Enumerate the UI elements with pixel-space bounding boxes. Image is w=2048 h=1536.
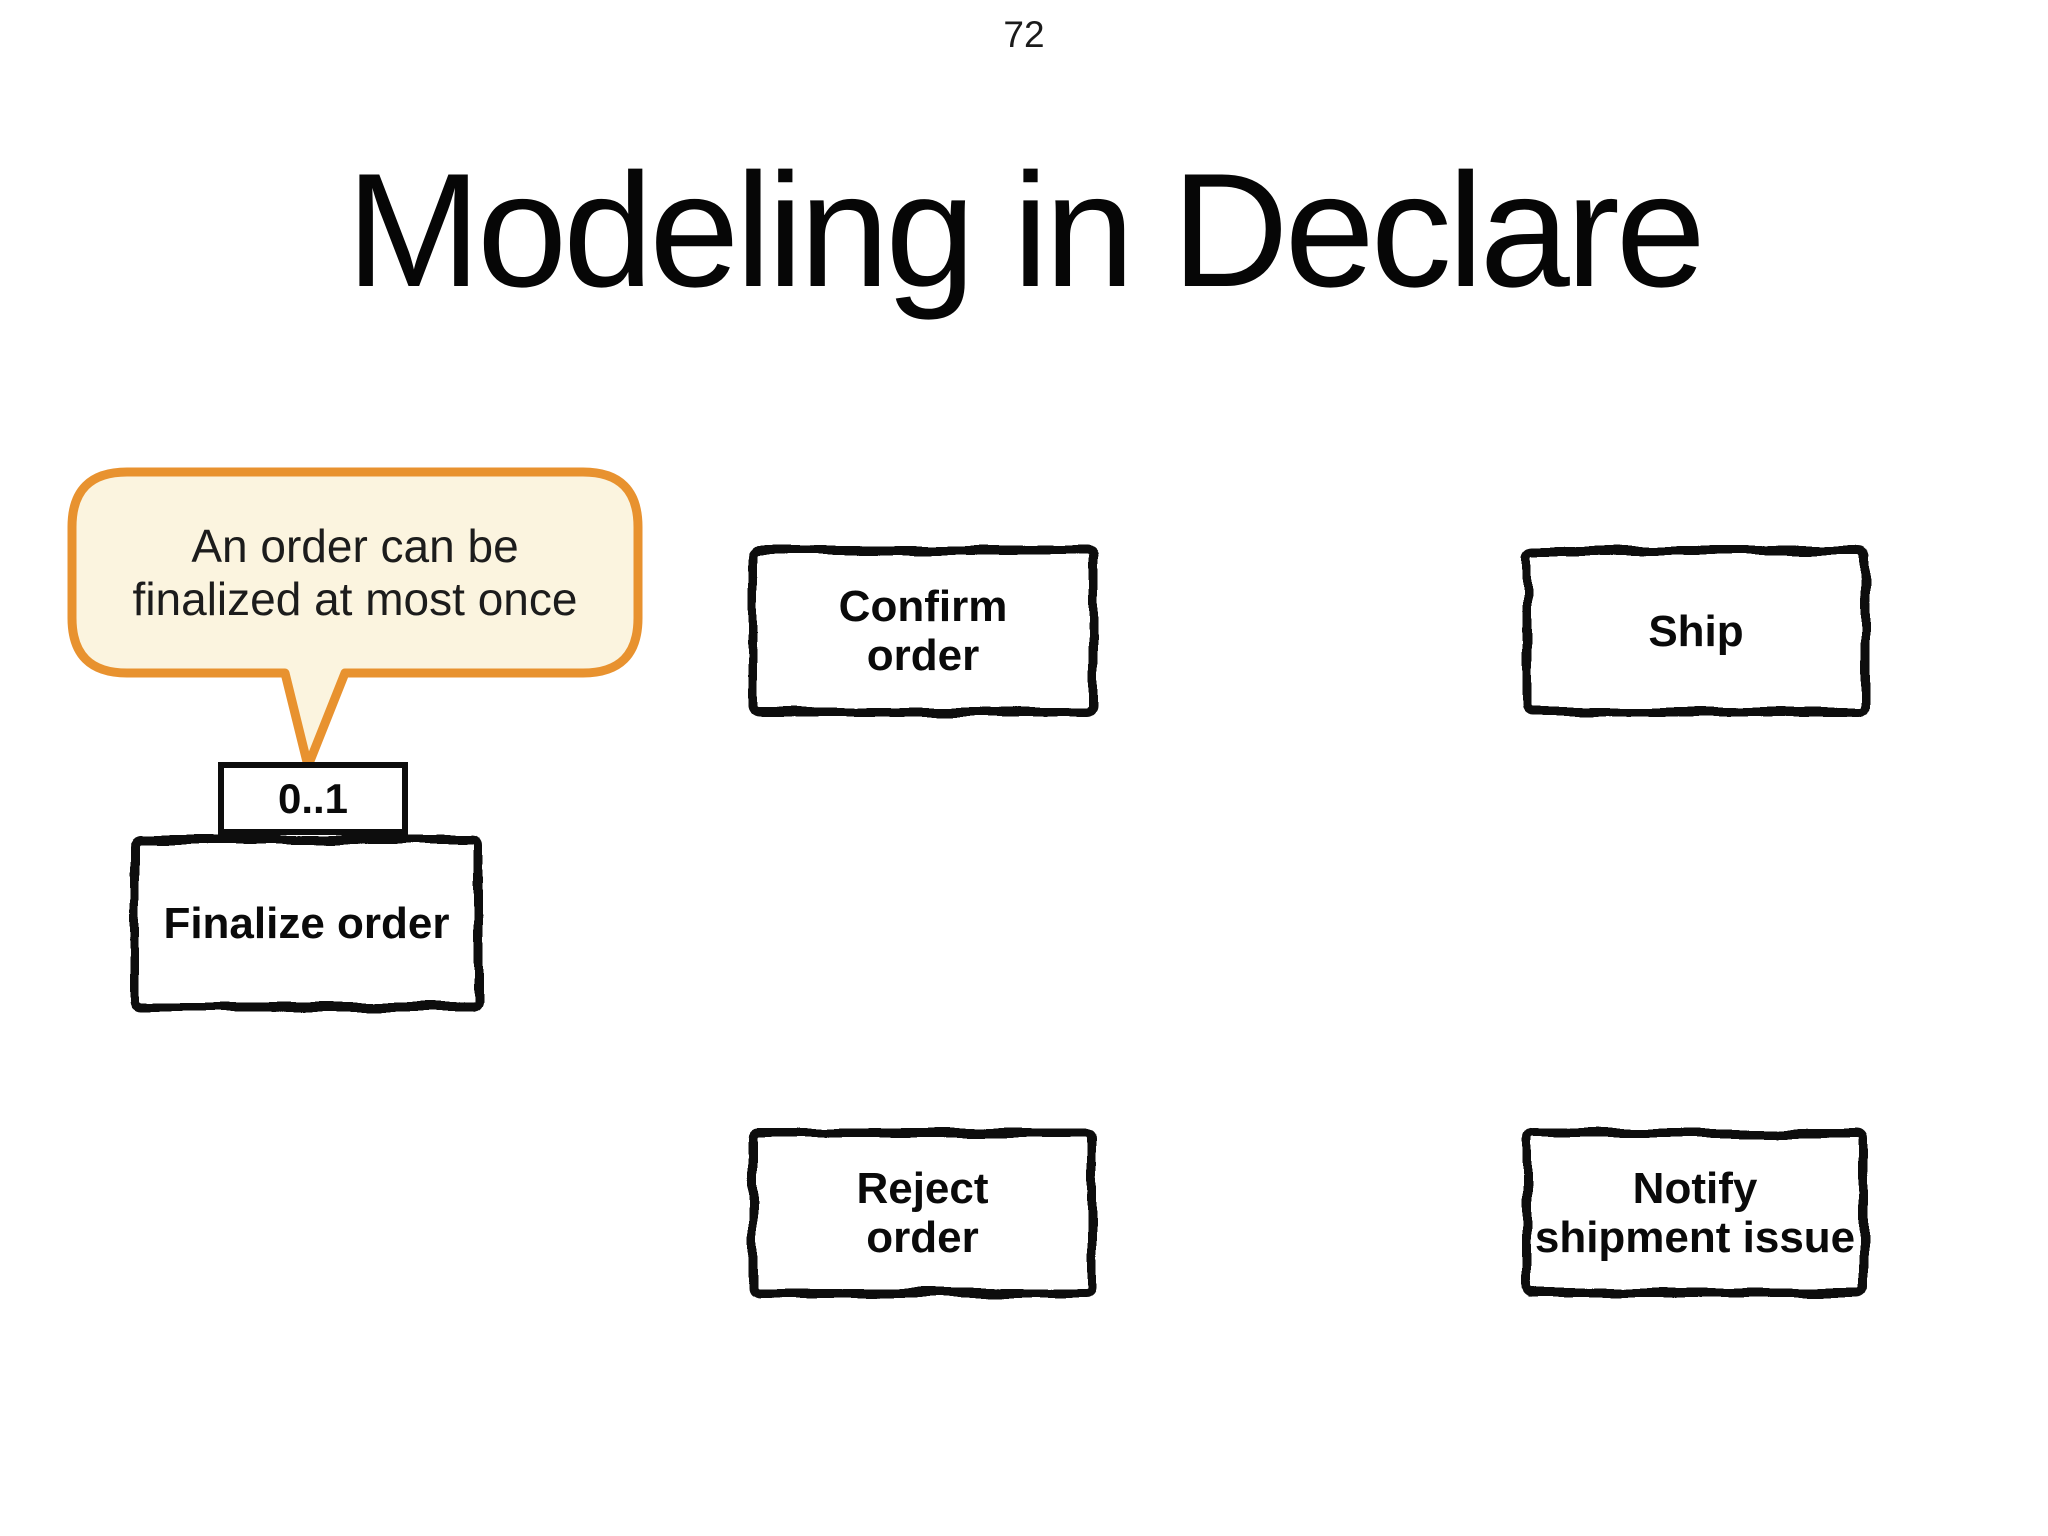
activity-reject-order: Reject order [743,1123,1102,1303]
callout-text: An order can be finalized at most once [132,519,578,625]
sketch-border [1522,1128,1868,1298]
activity-label: Notify shipment issue [1534,1164,1856,1262]
activity-label: Confirm order [838,582,1008,680]
sketch-border [130,835,483,1012]
activity-ship: Ship [1517,540,1875,722]
activity-notify-shipment-issue: Notify shipment issue [1517,1123,1873,1303]
activity-label: Reject order [856,1164,989,1262]
activity-confirm-order: Confirm order [743,540,1103,722]
activity-finalize-order: Finalize order [125,830,488,1017]
constraint-label: 0..1 [277,774,349,822]
page-number: 72 [1003,14,1045,55]
activity-label: Ship [1648,606,1744,656]
activity-label: Finalize order [163,899,450,948]
sketch-border [1522,545,1870,717]
constraint-0-1-badge: 0..1 [218,762,408,835]
slide-title: Modeling in Declare [346,140,1706,321]
sketch-border [748,545,1098,717]
callout-bubble: An order can be finalized at most once [60,460,660,790]
sketch-border [748,1128,1097,1298]
callout-bubble-shape [67,467,643,771]
